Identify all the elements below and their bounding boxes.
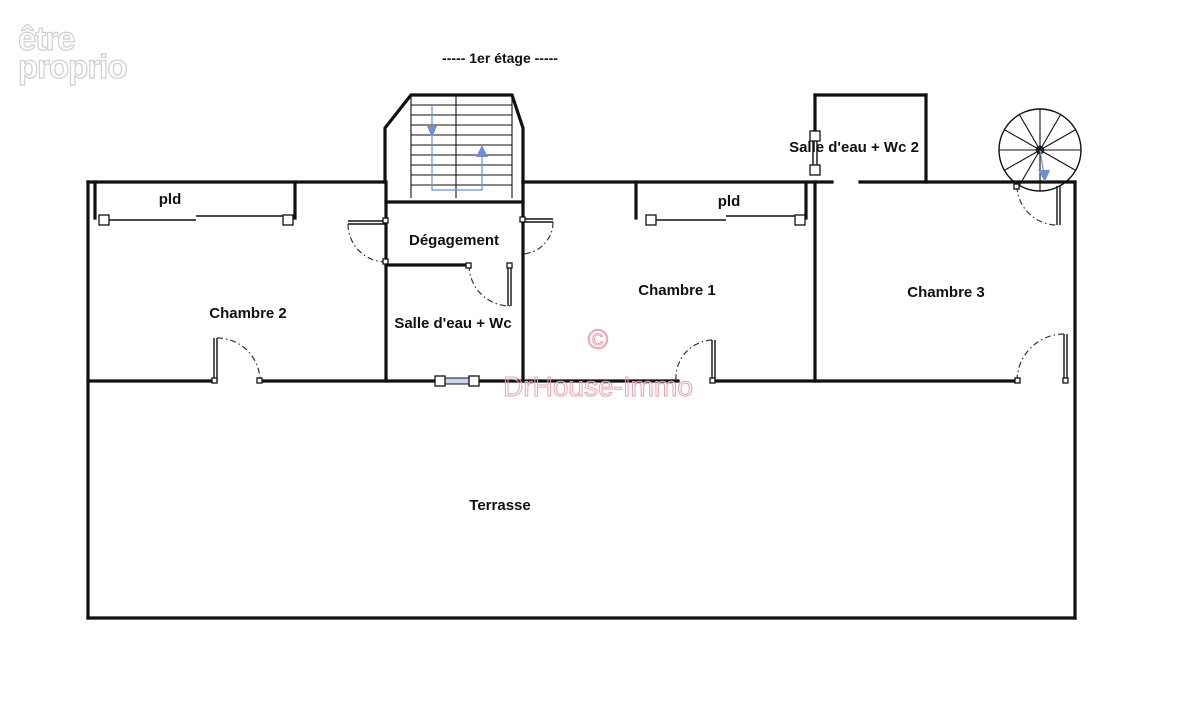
hinge-nodes	[98, 130, 1069, 387]
watermark: © DrHouse-Immo	[503, 324, 694, 403]
label-chambre-1: Chambre 1	[638, 282, 716, 299]
label-terrasse: Terrasse	[469, 497, 530, 514]
staircase	[383, 93, 525, 198]
stair-down-arrow	[427, 126, 437, 138]
stair-up-arrow	[476, 145, 488, 157]
label-chambre-3: Chambre 3	[907, 284, 985, 301]
label-chambre-2: Chambre 2	[209, 305, 287, 322]
label-degagement: Dégagement	[409, 232, 499, 249]
label-salle-eau-wc: Salle d'eau + Wc	[394, 315, 511, 332]
room-labels: pld pld Dégagement Chambre 2 Salle d'eau…	[159, 139, 985, 514]
closet-doors	[104, 215, 799, 221]
watermark-text: DrHouse-Immo	[503, 371, 693, 402]
logo-line-2: proprio	[18, 48, 126, 85]
floor-title: ----- 1er étage -----	[442, 50, 558, 66]
watermark-copyright: ©	[588, 324, 609, 355]
doors	[213, 136, 1068, 385]
walls	[86, 93, 1077, 620]
label-salle-eau-wc-2: Salle d'eau + Wc 2	[789, 139, 919, 156]
label-pld-right: pld	[718, 193, 741, 210]
logo-line-1: être	[18, 20, 75, 57]
spiral-down-arrow	[1038, 170, 1050, 182]
spiral-staircase	[998, 108, 1082, 192]
site-logo: être proprio	[17, 19, 128, 85]
label-pld-left: pld	[159, 191, 182, 208]
